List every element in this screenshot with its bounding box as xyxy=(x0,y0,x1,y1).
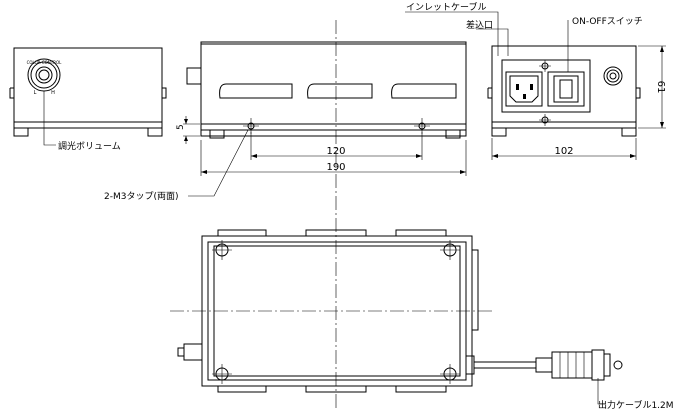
dimension-height: 61 xyxy=(638,45,666,129)
dimmer-knob: COLOR CONTROL L H xyxy=(27,58,63,96)
dimension-length: 190 xyxy=(200,140,467,176)
socket-label: 差込口 xyxy=(466,19,493,31)
on-off-switch xyxy=(547,71,585,107)
knob-scale-text: COLOR CONTROL xyxy=(27,60,63,65)
length-value: 190 xyxy=(326,162,345,173)
output-cable-label: 出力ケーブル1.2M xyxy=(598,399,674,411)
offset-dimension-value: 5 xyxy=(176,124,186,130)
dimension-hole-pitch: 120 xyxy=(250,132,423,160)
corner-hole-br xyxy=(440,364,460,384)
knob-low-mark: L xyxy=(34,90,37,96)
corner-hole-tl xyxy=(212,240,232,260)
hole-pitch-value: 120 xyxy=(326,146,345,157)
corner-hole-bl xyxy=(212,364,232,384)
corner-hole-tr xyxy=(440,240,460,260)
tapped-hole-right xyxy=(414,118,430,134)
height-value: 61 xyxy=(655,81,666,94)
dimension-offset: 5 xyxy=(176,116,200,144)
dimmer-label: 調光ボリューム xyxy=(58,140,121,152)
bottom-view xyxy=(177,229,623,393)
left-side-view: COLOR CONTROL L H 調光ボリューム xyxy=(9,47,167,152)
output-connector xyxy=(603,66,623,86)
on-off-switch-label: ON-OFFスイッチ xyxy=(572,16,643,27)
tapped-hole-left xyxy=(243,118,259,134)
rear-panel-view: インレットケーブル 差込口 ON-OFFスイッチ xyxy=(405,1,643,137)
dimension-width: 102 xyxy=(491,138,637,160)
inlet-cable-label: インレットケーブル xyxy=(406,1,486,13)
tapped-holes-label: 2-M3タップ(両面) xyxy=(104,191,179,202)
width-value: 102 xyxy=(554,146,573,157)
knob-high-mark: H xyxy=(51,90,55,96)
inlet-socket xyxy=(501,59,591,126)
front-view xyxy=(186,41,467,139)
